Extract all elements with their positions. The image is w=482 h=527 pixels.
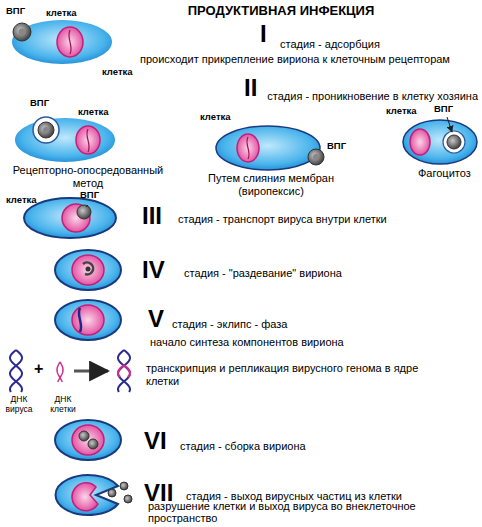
cell-membrane-fusion xyxy=(216,126,324,170)
cell-label: клетка xyxy=(78,107,109,118)
virus-label: ВПГ xyxy=(434,104,453,115)
cell-eclipse xyxy=(55,300,121,340)
stage-numeral: II xyxy=(244,76,257,100)
cell-transport xyxy=(24,198,116,238)
cell-release xyxy=(56,475,132,515)
cell-label: клетка xyxy=(386,106,417,117)
stage-numeral: V xyxy=(148,307,164,331)
stage-numeral: I xyxy=(260,22,267,46)
cell-label: клетка xyxy=(200,112,231,123)
virus-label: ВПГ xyxy=(80,190,99,201)
cell-assembly xyxy=(55,420,121,460)
stage-title: стадия - сборка вириона xyxy=(180,440,306,453)
stage-numeral: III xyxy=(142,204,162,228)
cell-label: клетка xyxy=(46,8,77,19)
stage-note: разрушение клетки и выход вируса во внек… xyxy=(148,500,458,525)
method-label: Рецепторно-опосредованный метод xyxy=(2,164,174,189)
virus-label: ВПГ xyxy=(30,98,49,109)
dna-label: ДНК клетки xyxy=(44,395,82,415)
stage-title: стадия - проникновение в клетку хозяина xyxy=(267,90,478,103)
stage-title: стадия - транспорт вируса внутри клетки xyxy=(178,213,387,226)
cell-phagocytosis xyxy=(403,117,477,164)
process-arrow xyxy=(74,370,108,373)
stage-title: стадия - адсорбция xyxy=(280,38,380,51)
dna-helix xyxy=(10,350,130,392)
stage-title: стадия - эклипс - фаза xyxy=(172,318,287,331)
cell-adsorption xyxy=(12,20,112,64)
stage-title: стадия - "раздевание" вириона xyxy=(184,267,342,280)
cell-uncoating xyxy=(55,250,121,290)
cell-label: клетка xyxy=(6,195,37,206)
method-label: Фагоцитоз xyxy=(418,167,471,180)
cell-receptor-entry xyxy=(15,117,115,162)
cell-label: клетка xyxy=(102,67,133,78)
stage-note: происходит прикрепление вириона к клеточ… xyxy=(140,53,450,66)
stage-numeral: IV xyxy=(142,258,165,282)
method-label: Путем слияния мембран (виропексис) xyxy=(206,172,336,197)
process-note: транскрипция и репликация вирусного гено… xyxy=(146,362,426,387)
dna-label: ДНК вируса xyxy=(0,395,38,415)
stage-numeral: VI xyxy=(144,429,167,453)
plus-sign: + xyxy=(34,360,43,378)
virus-label: ВПГ xyxy=(6,6,25,17)
stage-note: начало синтеза компонентов вириона xyxy=(150,336,344,349)
virus-label: ВПГ xyxy=(327,141,346,152)
